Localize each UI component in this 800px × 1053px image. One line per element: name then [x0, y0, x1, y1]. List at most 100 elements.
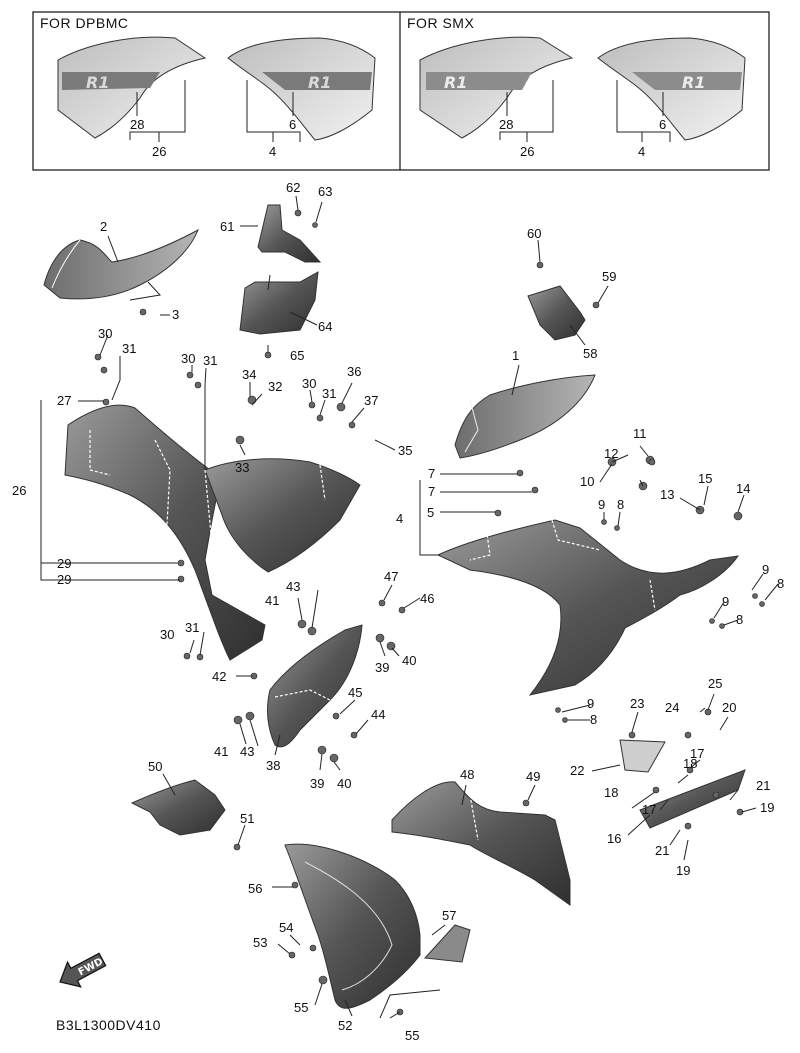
callout-29b: 29: [57, 572, 71, 587]
callout-46: 46: [420, 591, 434, 606]
callout-37: 37: [364, 393, 378, 408]
part-38-inner-panel: [267, 624, 363, 748]
callout-2: 2: [100, 219, 107, 234]
callout-labels: 1 2 3 4 5 7 7 8 8 8 8 9 9 9 9 10 11 12 1…: [12, 180, 784, 1043]
part-52-lower-cowl: [284, 843, 421, 1009]
callout-31a: 31: [122, 341, 136, 356]
callout-28-dpbmc: 28: [130, 117, 144, 132]
callout-9c: 9: [722, 594, 729, 609]
part-4-right-side-cowl: [436, 519, 740, 696]
r1-logo-smx-right: R1: [682, 73, 705, 92]
callout-48: 48: [460, 767, 474, 782]
callout-61: 61: [220, 219, 234, 234]
callout-4-dpbmc: 4: [269, 144, 276, 159]
callout-15: 15: [698, 471, 712, 486]
callout-29a: 29: [57, 556, 71, 571]
callout-8c: 8: [736, 612, 743, 627]
part-2-upper-cowl: [43, 228, 199, 300]
callout-52: 52: [338, 1018, 352, 1033]
callout-39a: 39: [375, 660, 389, 675]
callout-11: 11: [633, 426, 647, 441]
callout-9a: 9: [598, 497, 605, 512]
part-1-upper-panel: [454, 374, 596, 459]
callout-4: 4: [396, 511, 403, 526]
callout-24: 24: [665, 700, 679, 715]
callout-18b: 18: [604, 785, 618, 800]
variant-title-dpbmc: FOR DPBMC: [40, 15, 129, 31]
callout-30b: 30: [181, 351, 195, 366]
callout-31b: 31: [203, 353, 217, 368]
callout-36: 36: [347, 364, 361, 379]
diagram-code: B3L1300DV410: [56, 1017, 161, 1033]
callout-34: 34: [242, 367, 256, 382]
callout-27: 27: [57, 393, 71, 408]
callout-51: 51: [240, 811, 254, 826]
part-16-under-strip: [619, 739, 746, 829]
callout-33: 33: [235, 460, 249, 475]
callout-39b: 39: [310, 776, 324, 791]
side-cover-left-dpbmc: R1: [57, 36, 207, 139]
callout-7b: 7: [428, 484, 435, 499]
callout-4-smx: 4: [638, 144, 645, 159]
callout-16: 16: [607, 831, 621, 846]
callout-22: 22: [570, 763, 584, 778]
r1-logo-dpbmc-right: R1: [308, 73, 331, 92]
header-leaders: [129, 80, 671, 142]
callout-58: 58: [583, 346, 597, 361]
part-58-small-panel: [527, 285, 586, 341]
callout-43a: 43: [286, 579, 300, 594]
callout-62: 62: [286, 180, 300, 195]
callout-18a: 18: [683, 756, 697, 771]
callout-17a: 17: [690, 746, 704, 761]
callout-6-dpbmc: 6: [289, 117, 296, 132]
side-cover-right-smx: R1: [597, 37, 746, 141]
callout-9d: 9: [587, 696, 594, 711]
callout-30d: 30: [160, 627, 174, 642]
callout-40a: 40: [402, 653, 416, 668]
callout-38: 38: [266, 758, 280, 773]
callout-20: 20: [722, 700, 736, 715]
callout-65: 65: [290, 348, 304, 363]
callout-5: 5: [427, 505, 434, 520]
side-cover-left-smx: R1: [419, 36, 574, 139]
part-26-left-side-cowl: [64, 404, 361, 661]
callout-35: 35: [398, 443, 412, 458]
callout-55a: 55: [294, 1000, 308, 1015]
callout-60: 60: [527, 226, 541, 241]
callout-9b: 9: [762, 562, 769, 577]
part-61-bracket-cover: [257, 204, 322, 263]
callout-64: 64: [318, 319, 332, 334]
callout-21a: 21: [756, 778, 770, 793]
variant-title-smx: FOR SMX: [407, 15, 474, 31]
callout-26-smx: 26: [520, 144, 534, 159]
callout-41b: 41: [214, 744, 228, 759]
callout-8d: 8: [590, 712, 597, 727]
callout-57: 57: [442, 908, 456, 923]
r1-logo-smx-left: R1: [444, 73, 467, 92]
callout-40b: 40: [337, 776, 351, 791]
part-64-inner-cover: [239, 271, 319, 335]
callout-14: 14: [736, 481, 750, 496]
callout-26-dpbmc: 26: [152, 144, 166, 159]
callout-47: 47: [384, 569, 398, 584]
callout-56: 56: [248, 881, 262, 896]
fasteners: [94, 209, 765, 1016]
callout-10: 10: [580, 474, 594, 489]
callout-28-smx: 28: [499, 117, 513, 132]
callout-45: 45: [348, 685, 362, 700]
part-57-pad: [423, 924, 471, 963]
callout-55b: 55: [405, 1028, 419, 1043]
callout-7a: 7: [428, 466, 435, 481]
callout-26: 26: [12, 483, 26, 498]
callout-30c: 30: [302, 376, 316, 391]
callout-21b: 21: [655, 843, 669, 858]
callout-3: 3: [172, 307, 179, 322]
callout-23: 23: [630, 696, 644, 711]
r1-logo-dpbmc-left: R1: [86, 73, 109, 92]
leader-lines: [40, 195, 779, 1019]
callout-49: 49: [526, 769, 540, 784]
callout-31c: 31: [322, 386, 336, 401]
callout-53: 53: [253, 935, 267, 950]
callout-63: 63: [318, 184, 332, 199]
